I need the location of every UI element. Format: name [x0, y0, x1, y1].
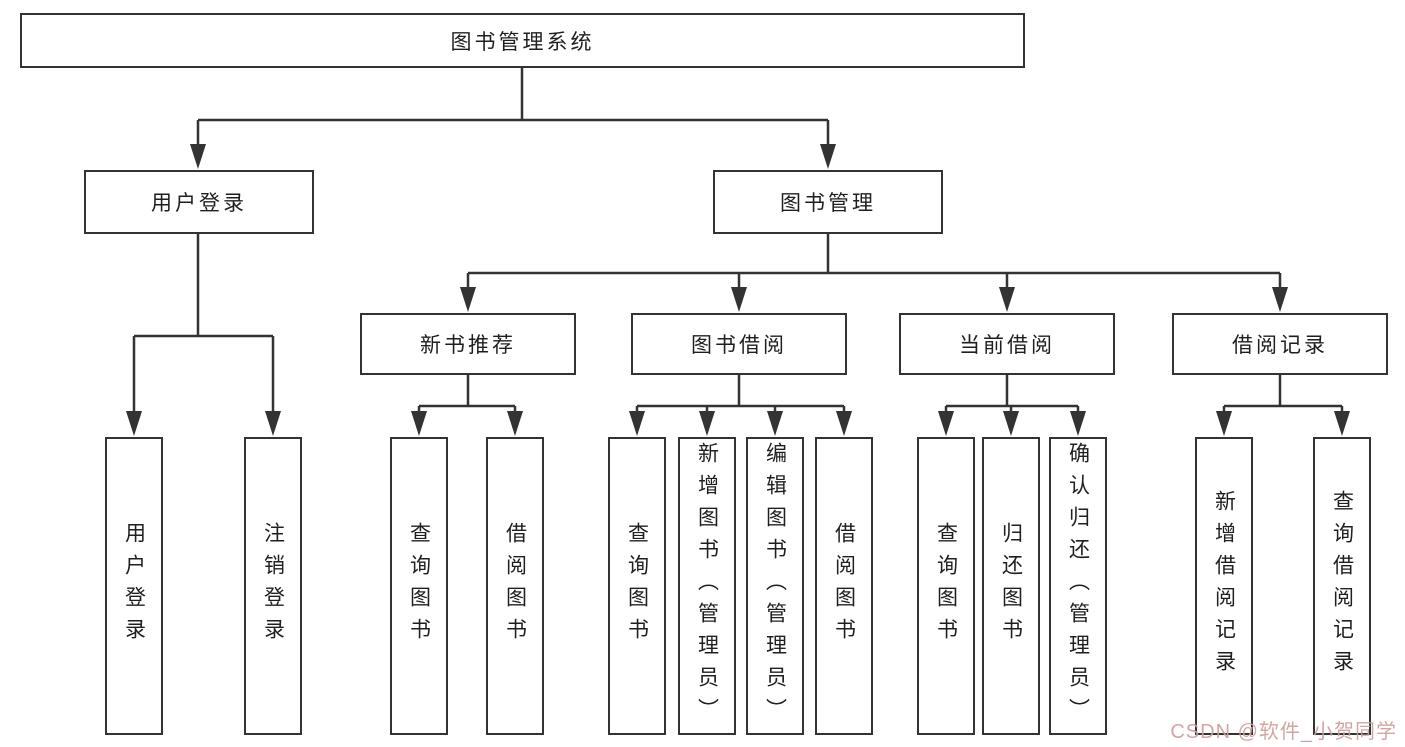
node-root: 图书管理系统: [20, 13, 1025, 68]
arrowhead: [1216, 411, 1232, 436]
leaf-current-confirm-return-label: 确认归还（管理员）: [1066, 442, 1090, 730]
watermark: CSDN @软件_小贺同学: [1170, 721, 1397, 743]
leaf-user-login-label: 用户登录: [122, 522, 146, 650]
leaf-user-login: 用户登录: [105, 437, 163, 735]
node-borrow-records: 借阅记录: [1172, 313, 1388, 375]
leaf-bookborrow-add: 新增图书（管理员）: [678, 437, 736, 735]
leaf-bookborrow-edit: 编辑图书（管理员）: [746, 437, 804, 735]
leaf-bookborrow-add-label: 新增图书（管理员）: [695, 442, 719, 730]
node-book-management: 图书管理: [713, 170, 943, 234]
leaf-bookborrow-query-label: 查询图书: [625, 522, 649, 650]
connector-root-to-level2: [190, 68, 836, 169]
arrowhead: [1272, 287, 1288, 312]
leaf-bookborrow-borrow-label: 借阅图书: [832, 522, 856, 650]
arrowhead: [767, 411, 783, 436]
arrowhead: [126, 411, 142, 436]
arrowhead: [699, 411, 715, 436]
leaf-current-return-label: 归还图书: [999, 522, 1023, 650]
leaf-records-query: 查询借阅记录: [1313, 437, 1371, 735]
arrowhead: [1334, 411, 1350, 436]
leaf-newbooks-query-label: 查询图书: [407, 522, 431, 650]
node-borrow-records-label: 借阅记录: [1232, 334, 1328, 357]
arrowhead: [938, 411, 954, 436]
connector-new-books-children: [411, 375, 523, 436]
connector-borrow-records-children: [1216, 375, 1350, 436]
arrowhead: [1003, 411, 1019, 436]
leaf-records-add-label: 新增借阅记录: [1212, 490, 1236, 682]
arrowhead: [265, 411, 281, 436]
node-current-borrow-label: 当前借阅: [959, 334, 1055, 357]
leaf-current-query: 查询图书: [917, 437, 975, 735]
leaf-records-add: 新增借阅记录: [1195, 437, 1253, 735]
leaf-logout: 注销登录: [244, 437, 302, 735]
leaf-bookborrow-borrow: 借阅图书: [815, 437, 873, 735]
node-new-books-label: 新书推荐: [420, 334, 516, 357]
node-current-borrow: 当前借阅: [899, 313, 1115, 375]
arrowhead: [411, 411, 427, 436]
leaf-current-return: 归还图书: [982, 437, 1040, 735]
leaf-current-query-label: 查询图书: [934, 522, 958, 650]
connector-book-management-children: [460, 234, 1288, 312]
arrowhead: [999, 287, 1015, 312]
arrowhead: [460, 287, 476, 312]
leaf-records-query-label: 查询借阅记录: [1330, 490, 1354, 682]
node-user-login-label: 用户登录: [151, 192, 247, 215]
arrowhead: [190, 144, 206, 169]
arrowhead: [820, 144, 836, 169]
leaf-newbooks-query: 查询图书: [390, 437, 448, 735]
node-user-login: 用户登录: [84, 170, 314, 234]
arrowhead: [507, 411, 523, 436]
leaf-bookborrow-edit-label: 编辑图书（管理员）: [763, 442, 787, 730]
node-book-borrow: 图书借阅: [631, 313, 847, 375]
node-root-label: 图书管理系统: [450, 30, 595, 54]
leaf-newbooks-borrow: 借阅图书: [486, 437, 544, 735]
connector-current-borrow-children: [938, 375, 1086, 436]
node-new-books: 新书推荐: [360, 313, 576, 375]
leaf-bookborrow-query: 查询图书: [608, 437, 666, 735]
node-book-management-label: 图书管理: [780, 192, 876, 215]
connector-book-borrow-children: [629, 375, 852, 436]
node-book-borrow-label: 图书借阅: [691, 334, 787, 357]
leaf-current-confirm-return: 确认归还（管理员）: [1049, 437, 1107, 735]
leaf-logout-label: 注销登录: [261, 522, 285, 650]
leaf-newbooks-borrow-label: 借阅图书: [503, 522, 527, 650]
arrowhead: [836, 411, 852, 436]
arrowhead: [629, 411, 645, 436]
arrowhead: [731, 287, 747, 312]
connector-user-login-children: [126, 234, 281, 436]
arrowhead: [1070, 411, 1086, 436]
